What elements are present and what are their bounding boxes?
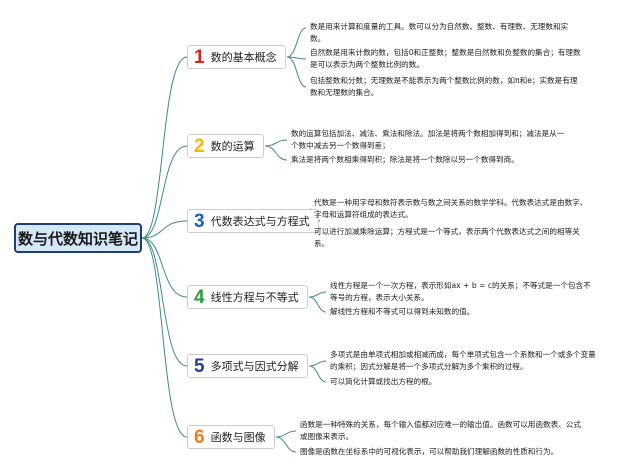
topic-node-1[interactable]: 1 数的基本概念 (187, 45, 286, 69)
topic-2-note-2: 乘法是将两个数相乘得到积；除法是将一个数除以另一个数得到商。 (291, 155, 519, 164)
topic-3-note-2: 可以进行加减乘除运算；方程式是一个等式，表示两个代数表达式之间的相等关系。 (314, 227, 580, 248)
topic-5-note-2: 可以简化计算或找出方程的根。 (330, 377, 437, 386)
topic-number-2: 2 (194, 135, 205, 157)
branch-line-6 (141, 237, 188, 438)
topic-number-5: 5 (194, 355, 205, 377)
branch-line-1 (141, 56, 188, 239)
topic-6-note-2: 图像是函数在坐标系中的可视化表示，可以帮助我们理解函数的性质和行为。 (300, 447, 559, 456)
root-node[interactable]: 数与代数知识笔记 (14, 223, 142, 253)
leaf-line-4-2 (308, 296, 327, 313)
topic-title-6: 函数与图像 (210, 431, 266, 444)
leaf-line-5-2 (308, 365, 327, 383)
topic-title-4: 线性方程与不等式 (210, 291, 299, 304)
topic-1-note-2: 自然数是用来计数的数，包括0和正整数；整数是自然数和负整数的集合；有理数是可以表… (310, 48, 581, 69)
topic-4-note-2: 解线性方程和不等式可以得到未知数的值。 (330, 307, 475, 316)
leaf-line-6-1 (275, 430, 297, 438)
topic-number-1: 1 (194, 46, 205, 68)
topic-title-2: 数的运算 (210, 140, 255, 153)
branch-line-3 (141, 220, 188, 239)
branch-line-4 (141, 237, 188, 298)
leaf-line-1-1 (286, 27, 307, 58)
topic-1-note-3: 包括整数和分数；无理数是不能表示为两个整数比例的数，如π和e；实数是有理数和无理… (310, 76, 578, 97)
leaf-line-2-2 (264, 145, 288, 161)
branch-line-2 (141, 145, 188, 239)
topic-node-4[interactable]: 4 线性方程与不等式 (187, 285, 308, 309)
topic-node-6[interactable]: 6 函数与图像 (187, 425, 275, 449)
leaf-line-5-1 (308, 360, 327, 367)
root-label: 数与代数知识笔记 (17, 230, 138, 248)
topic-title-5: 多项式与因式分解 (210, 360, 299, 373)
topic-title-1: 数的基本概念 (210, 51, 277, 64)
topic-number-6: 6 (194, 426, 205, 448)
leaf-line-6-2 (275, 436, 297, 453)
branch-line-5 (141, 237, 188, 367)
topic-6-note-1: 函数是一种特殊的关系，每个输入值都对应唯一的输出值。函数可以用函数表、公式或图像… (300, 420, 581, 441)
topic-4-note-1: 线性方程是一个一次方程，表示形如ax + b = c的关系；不等式是一个包含不等… (330, 281, 591, 302)
topic-node-3[interactable]: 3 代数表达式与方程式 (187, 209, 319, 233)
topic-title-3: 代数表达式与方程式 (210, 215, 310, 228)
topic-node-5[interactable]: 5 多项式与因式分解 (187, 354, 308, 378)
topic-number-4: 4 (194, 286, 205, 308)
leaf-line-1-3 (286, 56, 307, 88)
topic-5-note-1: 多项式是由单项式相加或相减而成，每个单项式包含一个系数和一个或多个变量的乘积；因… (330, 350, 596, 371)
leaf-line-4-1 (308, 291, 327, 298)
leaf-line-2-1 (264, 139, 288, 147)
topic-2-note-1: 数的运算包括加法、减法、乘法和除法。加法是将两个数相加得到和；减法是从一个数中减… (291, 129, 565, 150)
topic-3-note-1: 代数是一种用字母和数符表示数与数之间关系的数学学科。代数表达式是由数字、字母和运… (314, 198, 588, 219)
topic-number-3: 3 (194, 210, 205, 232)
topic-1-note-1: 数是用来计算和度量的工具。数可以分为自然数、整数、有理数、无理数和实数。 (310, 22, 569, 43)
topic-node-2[interactable]: 2 数的运算 (187, 134, 264, 158)
